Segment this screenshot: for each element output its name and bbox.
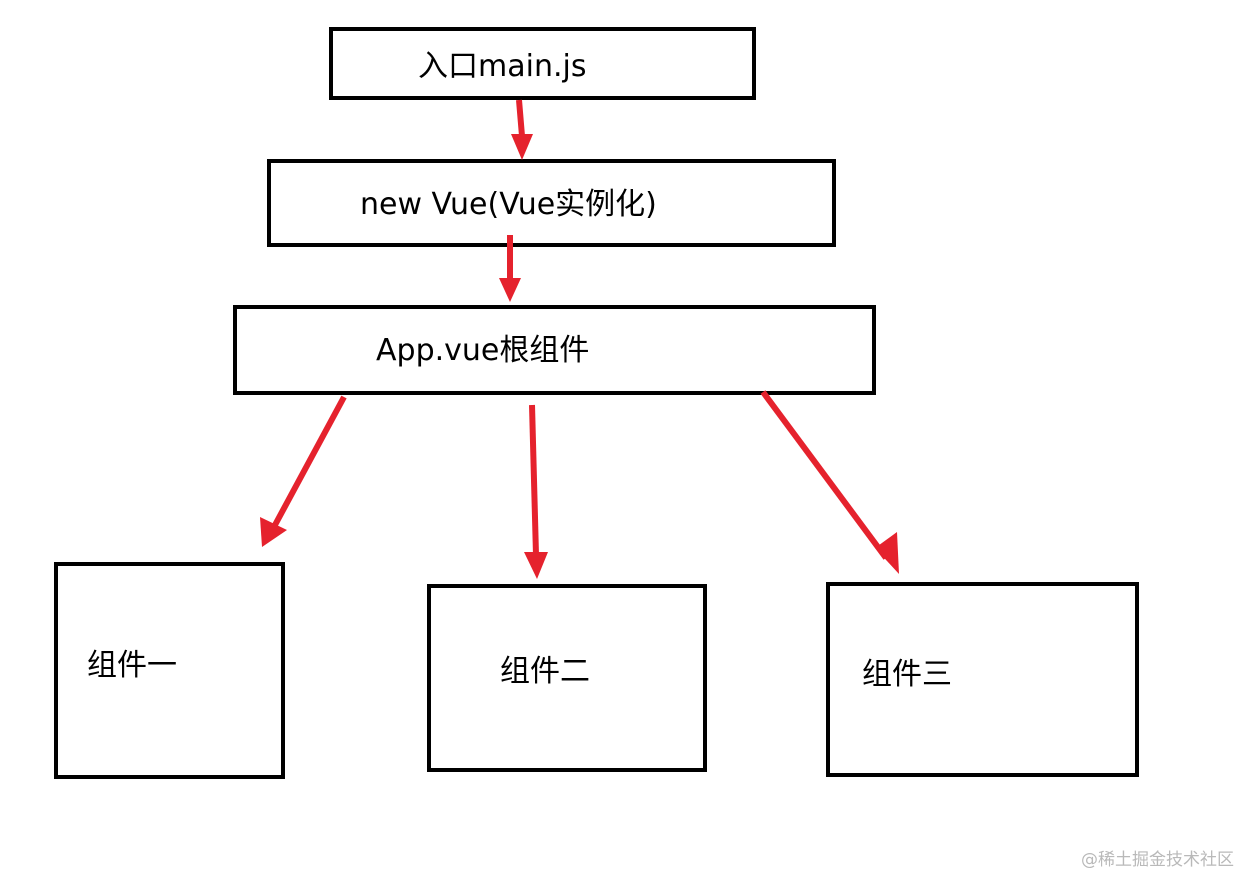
node-root-component: App.vue根组件 (233, 305, 876, 395)
arrow-vue-instance-to-root (499, 235, 521, 302)
node-component-two-label: 组件二 (500, 654, 590, 689)
watermark-text: @稀土掘金技术社区 (1081, 850, 1234, 870)
node-vue-instance: new Vue(Vue实例化) (267, 159, 836, 247)
arrow-root-to-component-one (260, 395, 347, 547)
node-component-three: 组件三 (826, 582, 1139, 777)
node-component-one-label: 组件一 (87, 648, 177, 683)
arrow-root-to-component-two (524, 404, 548, 579)
node-component-three-label: 组件三 (862, 657, 952, 692)
node-vue-instance-label: new Vue(Vue实例化) (360, 187, 657, 222)
node-component-two: 组件二 (427, 584, 707, 772)
node-entry: 入口main.js (329, 27, 756, 100)
node-component-one: 组件一 (54, 562, 285, 779)
arrow-entry-to-vue-instance (511, 99, 533, 160)
node-entry-label: 入口main.js (418, 49, 586, 84)
arrow-root-to-component-three (760, 390, 899, 574)
node-root-component-label: App.vue根组件 (376, 333, 589, 368)
